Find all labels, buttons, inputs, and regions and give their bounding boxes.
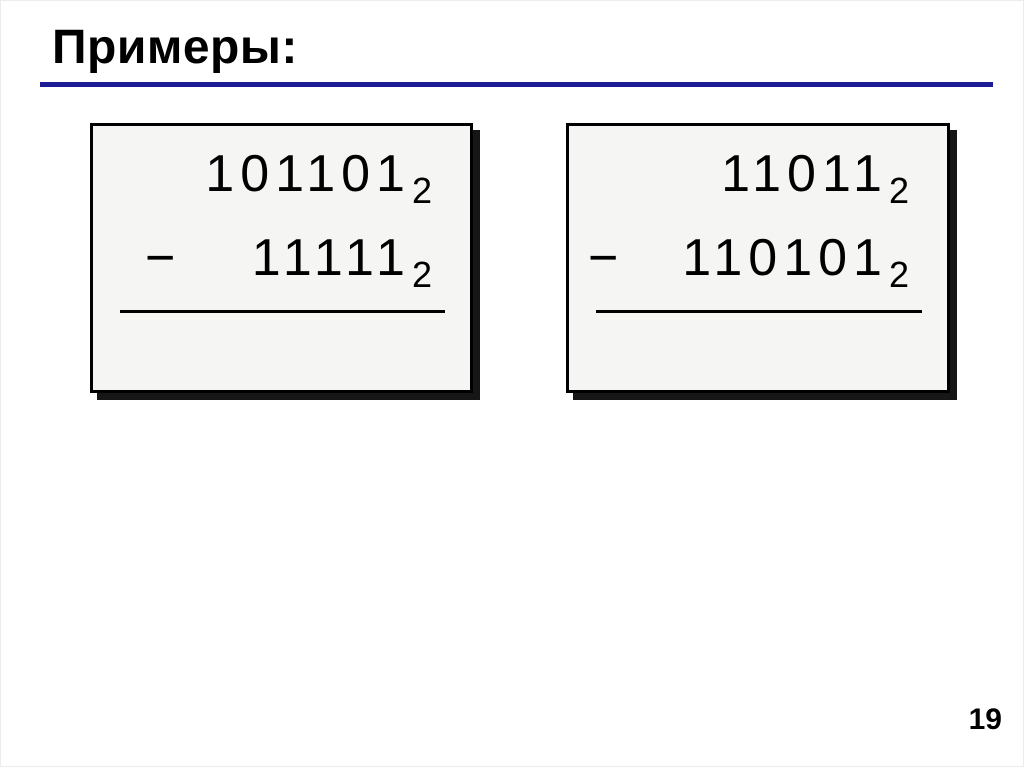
minuend-row: 1011012 xyxy=(93,132,470,216)
minuend-digits: 11011 xyxy=(721,145,888,203)
minus-operator: − xyxy=(145,229,176,287)
subtrahend-value: 1101012 xyxy=(682,216,909,300)
base-subscript: 2 xyxy=(411,170,432,211)
base-subscript: 2 xyxy=(888,254,909,295)
example-card-2: 110112 − 1101012 xyxy=(566,123,950,393)
minuend-value: 110112 xyxy=(721,132,909,216)
subtrahend-value: 111112 xyxy=(252,216,432,300)
page-title: Примеры: xyxy=(52,21,298,74)
minuend-digits: 101101 xyxy=(205,145,411,203)
minus-operator: − xyxy=(588,229,619,287)
minuend-row: 110112 xyxy=(569,132,947,216)
subtrahend-row: − 111112 xyxy=(93,216,470,300)
base-subscript: 2 xyxy=(411,254,432,295)
example-card-1: 1011012 − 111112 xyxy=(90,123,473,393)
subtrahend-digits: 110101 xyxy=(682,229,888,287)
minuend-value: 1011012 xyxy=(205,132,432,216)
subtrahend-row: − 1101012 xyxy=(569,216,947,300)
title-underline-rule xyxy=(40,82,993,87)
subtrahend-digits: 11111 xyxy=(251,229,411,287)
answer-line xyxy=(120,310,445,313)
page-number: 19 xyxy=(968,703,1002,736)
base-subscript: 2 xyxy=(888,170,909,211)
answer-line xyxy=(596,310,922,313)
